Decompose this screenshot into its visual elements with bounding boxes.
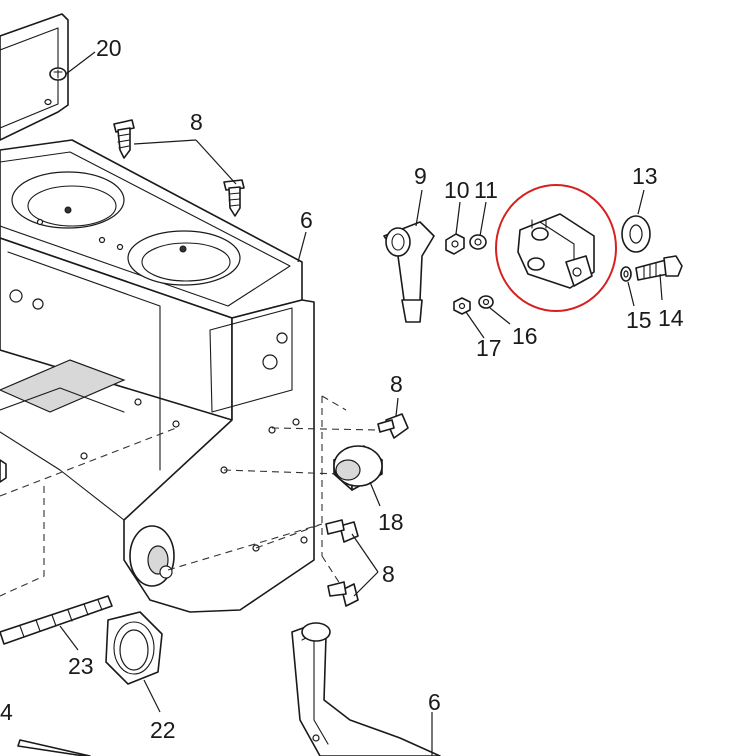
- callout-6-bottom: 6: [428, 689, 441, 715]
- callout-10: 10: [444, 177, 470, 203]
- screw-8-low-2: [327, 581, 359, 607]
- washer-16: [478, 295, 494, 309]
- lower-left-rod: [17, 739, 91, 756]
- threaded-rod-23: [0, 595, 113, 645]
- terminal-boot-9: [383, 221, 435, 323]
- callout-11: 11: [474, 177, 498, 203]
- main-frame: [0, 139, 315, 613]
- callout-23: 23: [68, 653, 94, 679]
- spacer-18: [333, 445, 383, 491]
- callout-17: 17: [476, 335, 502, 361]
- callout-6-top: 6: [300, 207, 313, 233]
- callout-4: 4: [0, 699, 13, 725]
- screw-20: [49, 67, 67, 81]
- nut-10: [445, 233, 465, 255]
- bolt-14: [635, 255, 683, 281]
- callout-22: 22: [150, 717, 176, 743]
- callout-15: 15: [626, 307, 652, 333]
- callout-8-mid: 8: [390, 371, 403, 397]
- lower-bracket-6: [291, 622, 441, 756]
- callout-20: 20: [96, 35, 122, 61]
- callout-13: 13: [632, 163, 658, 189]
- screw-8-mid: [377, 413, 409, 439]
- washer-13: [621, 215, 651, 253]
- screw-8-upper-right: [223, 179, 245, 217]
- callout-18: 18: [378, 509, 404, 535]
- assembly-dashed-lines: [0, 395, 379, 597]
- jam-nut-22: [105, 611, 163, 685]
- callout-8-top: 8: [190, 109, 203, 135]
- screw-8-low-1: [325, 519, 359, 543]
- callout-8-low: 8: [382, 561, 395, 587]
- callout-labels: 20 8 9 10 11 13 6 14 15 16 17 8 18 8 23 …: [0, 35, 684, 743]
- nut-17: [453, 297, 471, 315]
- leader-lines: [59, 51, 663, 756]
- callout-16: 16: [512, 323, 538, 349]
- callout-14: 14: [658, 305, 684, 331]
- washer-11: [469, 234, 487, 250]
- callout-9: 9: [414, 163, 427, 189]
- screw-8-upper-left: [113, 119, 135, 159]
- highlight-circle: [495, 184, 617, 312]
- washer-15: [620, 266, 632, 282]
- left-stub: [0, 459, 7, 483]
- solenoid: [517, 213, 595, 289]
